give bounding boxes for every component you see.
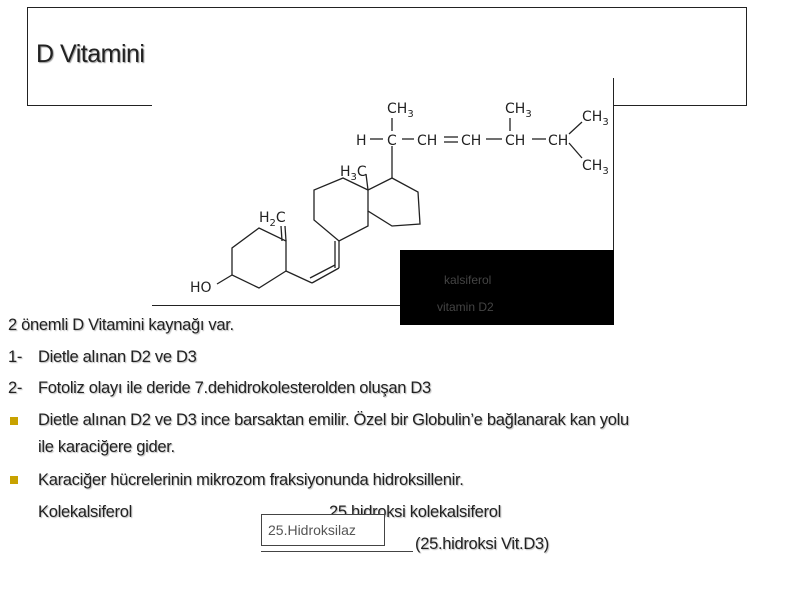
enzyme-box: 25.Hidroksilaz <box>261 514 385 546</box>
caption-kalsiferol: kalsiferol <box>444 273 492 287</box>
ch3-top-left: CH3 <box>387 101 414 120</box>
h3c-label: H3C <box>340 164 367 183</box>
reaction-product-note: (25.hidroksi Vit.D3) <box>415 535 550 553</box>
vitamin-d-structure: CH3 CH3 CH3 CH3 H C CH CH CH CH H3C H2C … <box>190 101 609 296</box>
ch-label-4: CH <box>548 133 568 149</box>
caption-vitamin-d2: vitamin D2 <box>437 300 494 314</box>
reaction-arrow <box>261 551 413 552</box>
bullet-icon <box>10 417 18 425</box>
ch3-isopropyl-upper: CH3 <box>582 109 609 128</box>
ch3-isopropyl-lower: CH3 <box>582 158 609 177</box>
hydrogen-label: H <box>356 133 367 149</box>
intro-text: 2 önemli D Vitamini kaynağı var. <box>8 316 234 334</box>
list-item-1: 1- Dietle alınan D2 ve D3 <box>8 348 197 367</box>
h2c-label: H2C <box>259 210 286 229</box>
hydroxyl-label: HO <box>190 280 212 296</box>
bullet-1-line-1: Dietle alınan D2 ve D3 ince barsaktan em… <box>38 411 629 429</box>
bullet-icon <box>10 476 18 484</box>
caption-panel <box>400 250 614 325</box>
list-item-1-text: Dietle alınan D2 ve D3 <box>38 348 197 366</box>
ch3-top-right: CH3 <box>505 101 532 120</box>
list-item-2-text: Fotoliz olayı ile deride 7.dehidrokolest… <box>38 379 431 397</box>
list-item-2: 2- Fotoliz olayı ile deride 7.dehidrokole… <box>8 379 431 398</box>
ch-label-2: CH <box>461 133 481 149</box>
structure-bonds <box>216 118 583 289</box>
slide-title: D Vitamini <box>36 40 145 68</box>
reaction-substrate: Kolekalsiferol <box>38 503 132 521</box>
carbon-label: C <box>387 133 397 149</box>
enzyme-label: 25.Hidroksilaz <box>268 522 356 538</box>
ch-label-3: CH <box>505 133 525 149</box>
ch-label-1: CH <box>417 133 437 149</box>
bullet-2-text: Karaciğer hücrelerinin mikrozom fraksiyo… <box>38 471 464 489</box>
list-item-2-number: 2- <box>8 379 23 397</box>
bullet-1-line-2: ile karaciğere gider. <box>38 438 175 456</box>
structure-labels: CH3 CH3 CH3 CH3 H C CH CH CH CH H3C H2C … <box>190 101 609 296</box>
list-item-1-number: 1- <box>8 348 23 366</box>
